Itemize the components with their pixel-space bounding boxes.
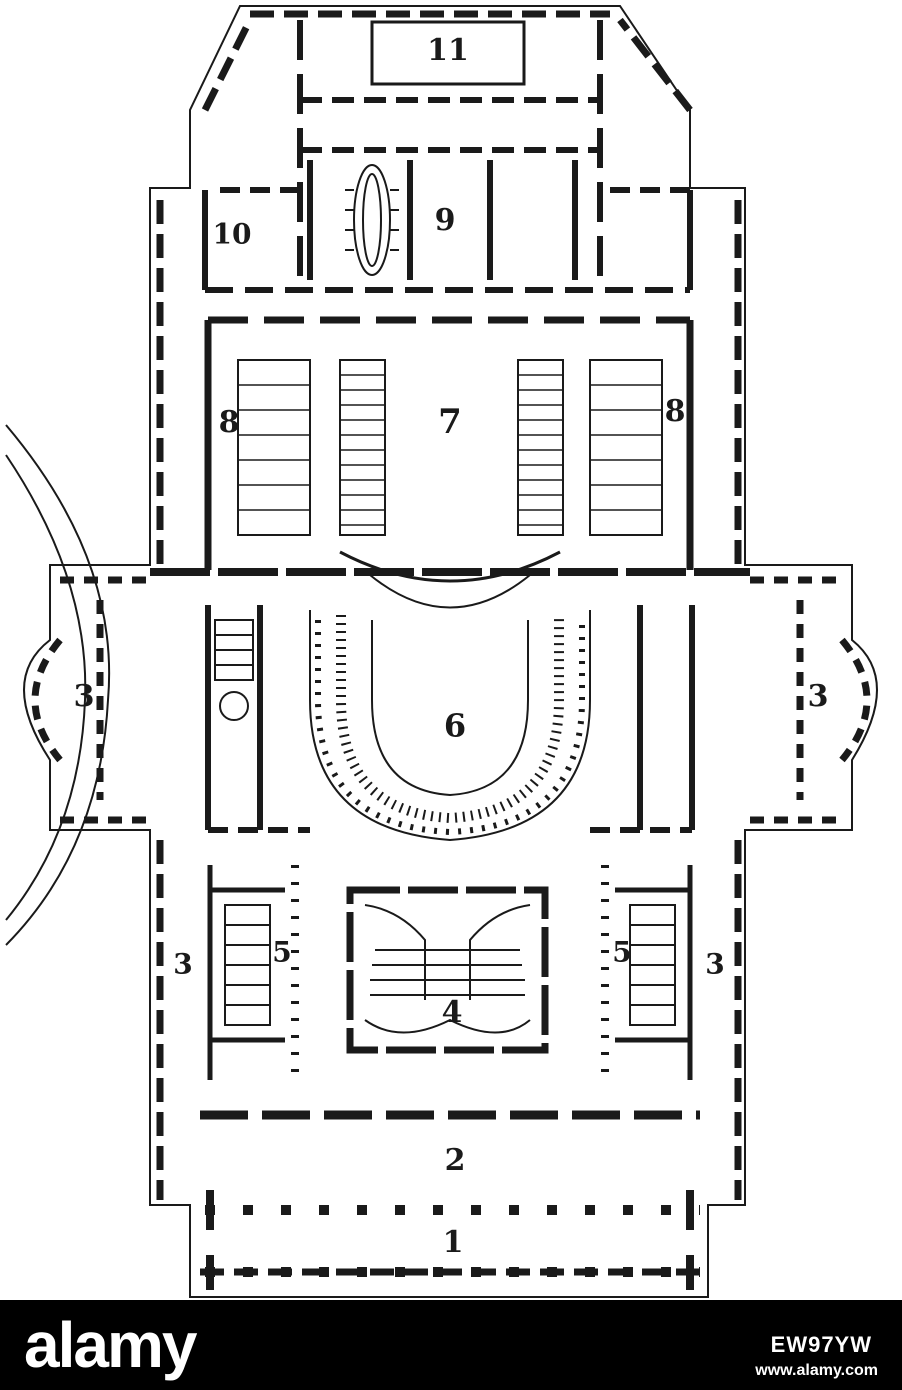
grand-staircase bbox=[346, 886, 549, 1054]
room-label-4: 4 bbox=[442, 995, 463, 1030]
west-staircase-5 bbox=[207, 865, 299, 1080]
room-label-3-west: 3 bbox=[74, 679, 95, 714]
alamy-logo: alamy bbox=[24, 1309, 197, 1381]
loggia-columns bbox=[205, 1205, 700, 1277]
orchestra-pit bbox=[369, 574, 531, 609]
outer-dashed-walls bbox=[156, 10, 742, 1276]
room-label-3-southwest: 3 bbox=[173, 948, 192, 981]
auditorium bbox=[309, 610, 591, 842]
building-outline bbox=[23, 5, 878, 1298]
east-staircase-5 bbox=[601, 865, 693, 1080]
watermark-footer: alamy EW97YW www.alamy.com bbox=[0, 1300, 902, 1390]
room-label-5-east: 5 bbox=[612, 936, 631, 969]
room-label-5-west: 5 bbox=[272, 936, 291, 969]
stock-image-id: EW97YW bbox=[770, 1332, 872, 1357]
backstage-staircase bbox=[345, 164, 399, 276]
room-label-6: 6 bbox=[444, 707, 466, 745]
room-label-1: 1 bbox=[443, 1225, 464, 1260]
east-pavilion bbox=[750, 576, 871, 824]
room-label-10: 10 bbox=[213, 218, 252, 251]
room-label-11: 11 bbox=[427, 33, 469, 68]
west-carriage-ramp bbox=[5, 424, 111, 946]
stage-wings bbox=[237, 359, 663, 536]
room-label-8-east: 8 bbox=[665, 394, 686, 429]
room-label-7: 7 bbox=[438, 402, 462, 442]
stage-walls bbox=[150, 316, 750, 576]
backstage-block bbox=[202, 20, 693, 293]
room-label-2: 2 bbox=[445, 1143, 466, 1178]
side-staircases bbox=[205, 605, 695, 833]
room-label-9: 9 bbox=[435, 203, 456, 238]
stage-wing-slats bbox=[238, 374, 662, 526]
stock-site-url: www.alamy.com bbox=[755, 1362, 878, 1379]
west-pavilion bbox=[31, 576, 150, 824]
proscenium-arc bbox=[339, 550, 561, 583]
room-label-8-west: 8 bbox=[219, 405, 240, 440]
room-label-3-east: 3 bbox=[808, 679, 829, 714]
room-label-3-southeast: 3 bbox=[705, 948, 724, 981]
floor-plan-drawing: 11 9 10 7 8 8 6 3 3 3 3 5 5 4 2 1 bbox=[5, 5, 878, 1298]
floor-plan-image: 11 9 10 7 8 8 6 3 3 3 3 5 5 4 2 1 bbox=[5, 5, 878, 1298]
